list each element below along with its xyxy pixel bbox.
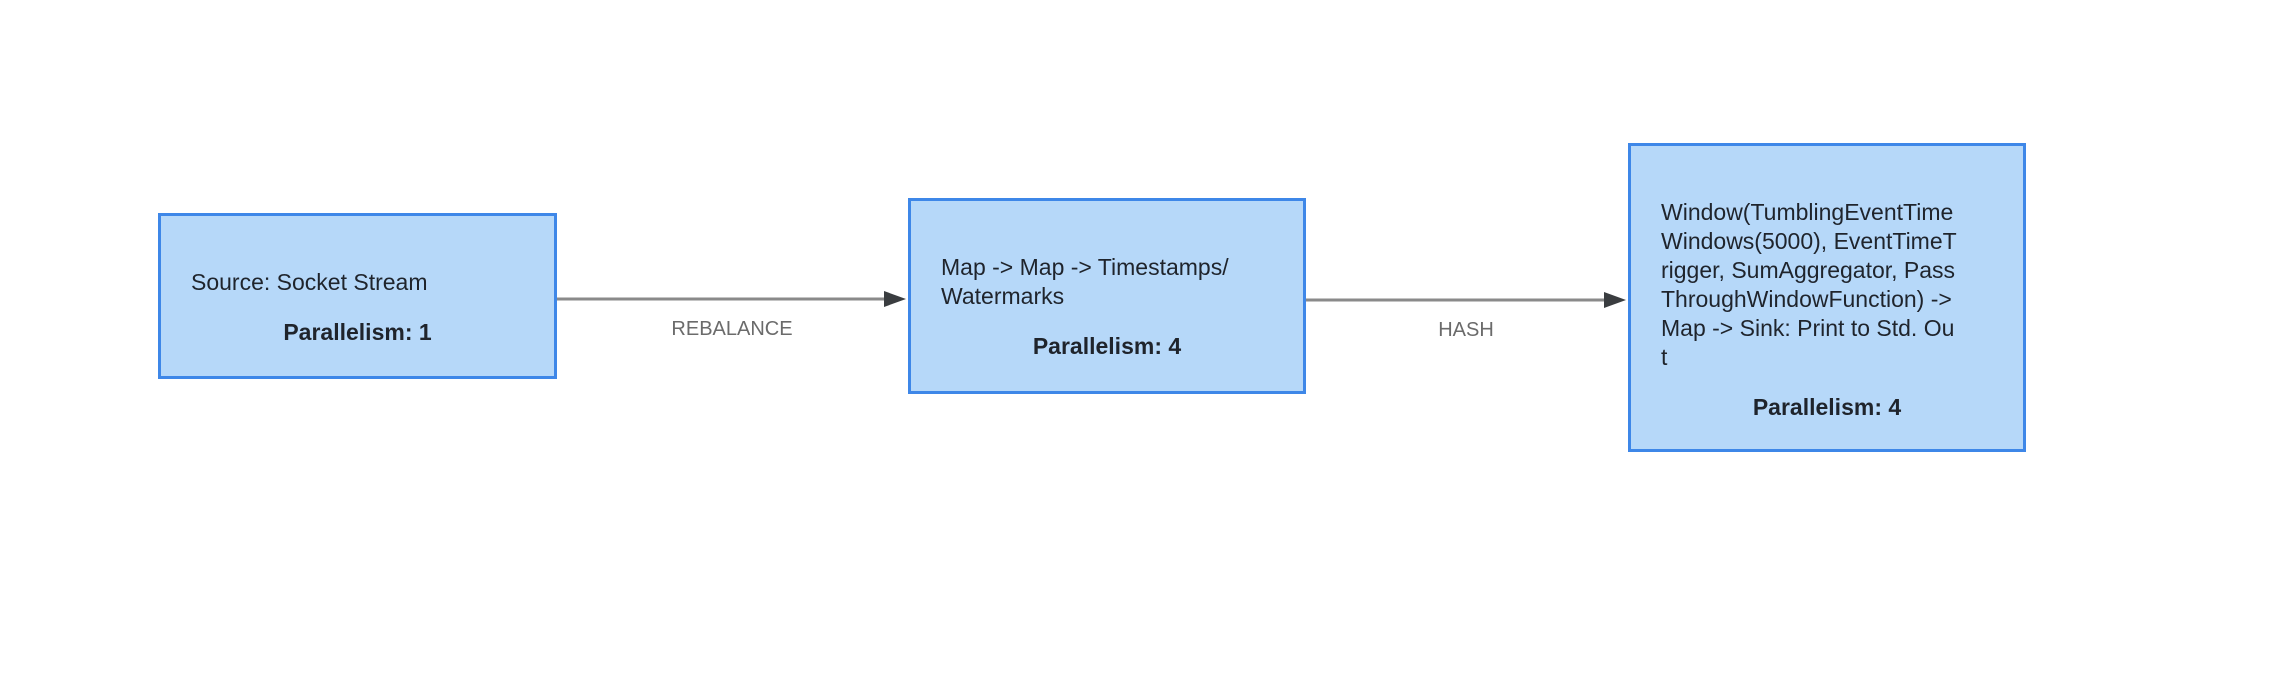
job-node-map-chain[interactable]: Map -> Map -> Timestamps/ Watermarks Par… [908,198,1306,394]
edge-label-rebalance: REBALANCE [671,318,793,340]
job-node-window-sink[interactable]: Window(TumblingEventTime Windows(5000), … [1628,143,2026,452]
node-name: Source: Socket Stream [191,269,428,295]
node-parallelism: Parallelism: 1 [283,319,432,345]
node-name: Map -> Map -> Timestamps/ Watermarks [941,254,1229,309]
job-node-source[interactable]: Source: Socket Stream Parallelism: 1 [158,213,557,379]
node-parallelism: Parallelism: 4 [1032,333,1182,359]
node-parallelism: Parallelism: 4 [1752,394,1902,420]
arrowhead-icon [884,291,906,307]
arrowhead-icon [1604,292,1626,308]
node-name: Window(TumblingEventTime Windows(5000), … [1661,199,1957,370]
edge-label-hash: HASH [1438,319,1494,341]
